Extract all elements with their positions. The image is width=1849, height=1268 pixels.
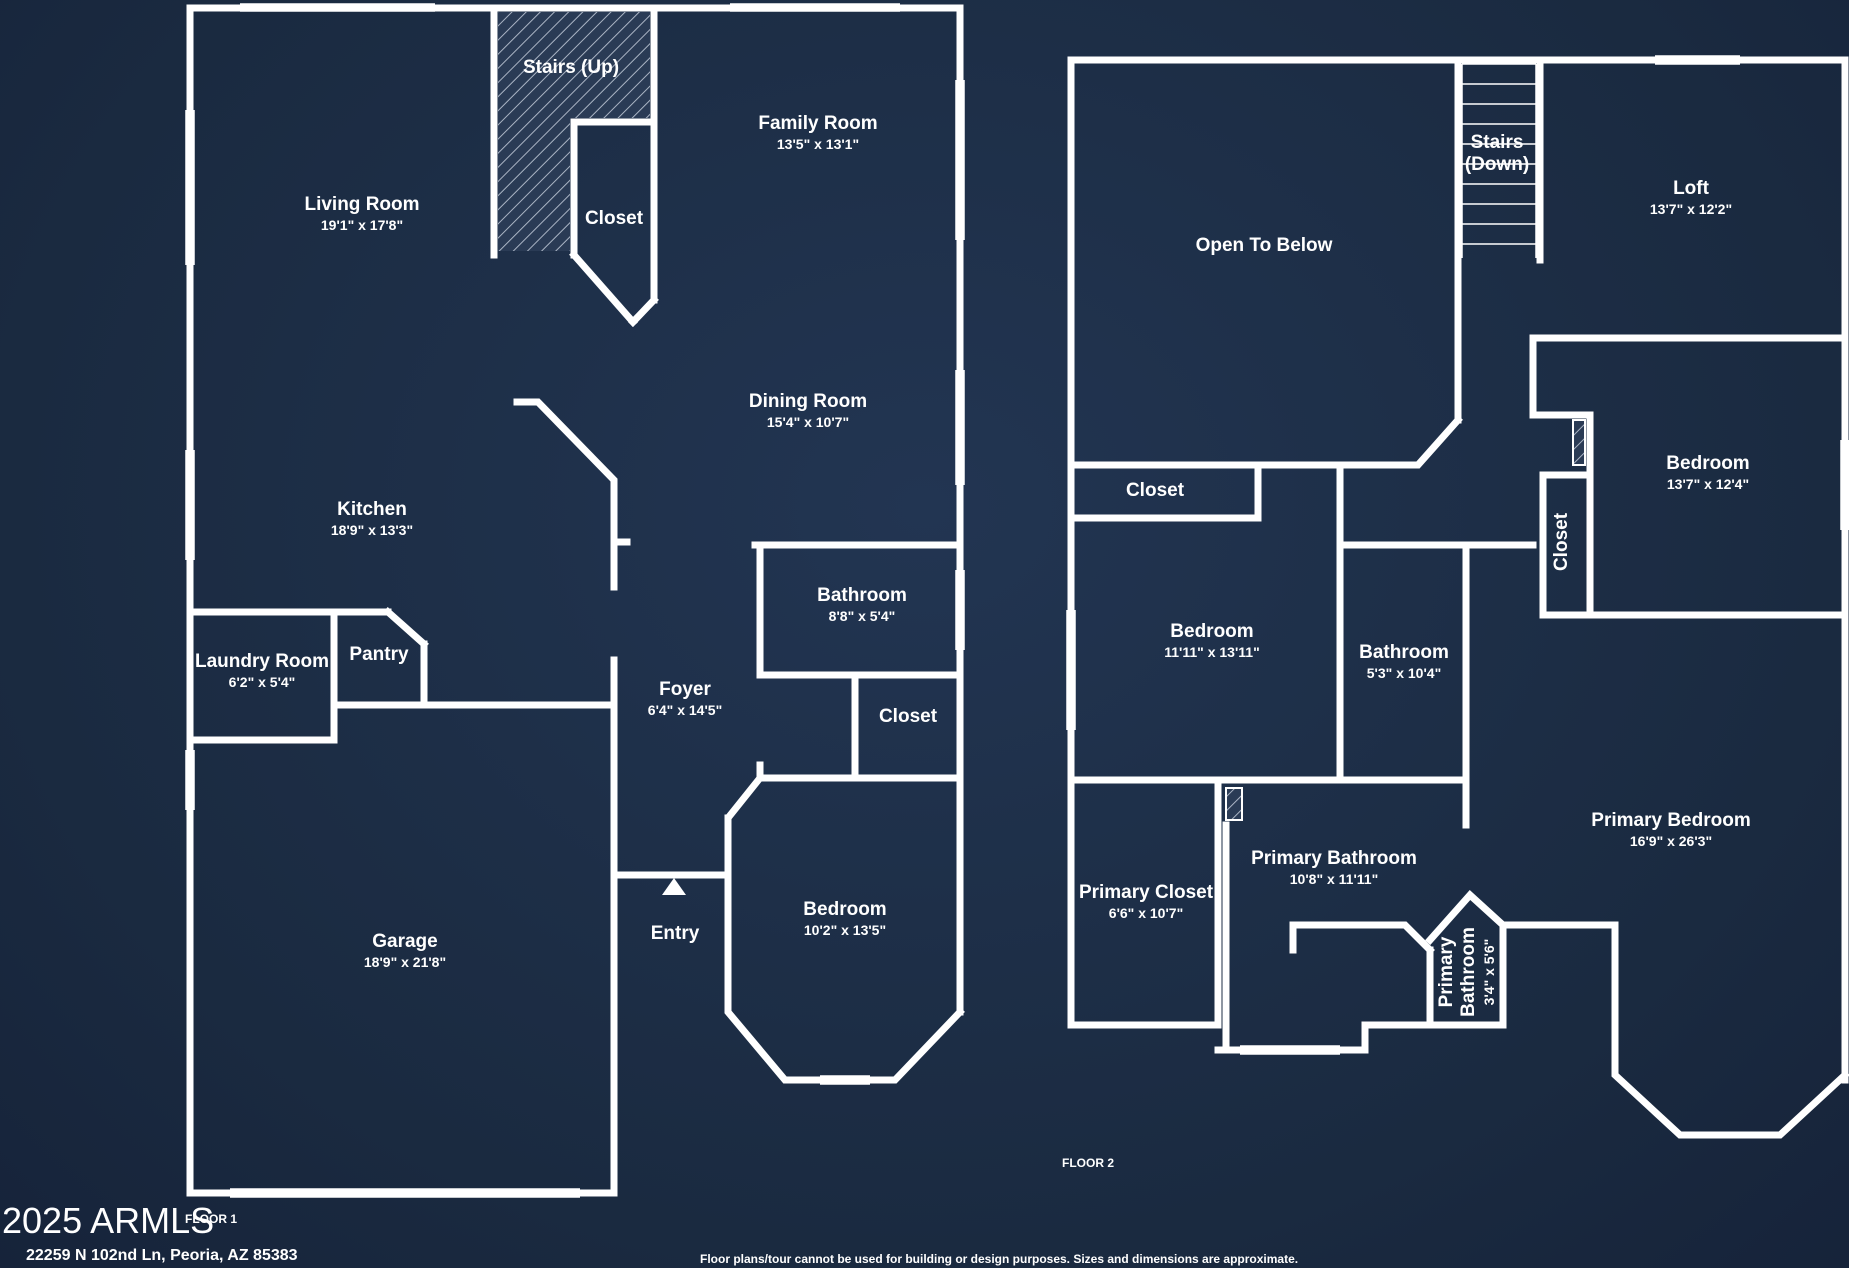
room-closet-4: Closet bbox=[1125, 480, 1185, 501]
entry-label: Entry bbox=[650, 923, 700, 944]
room-stairs-down: Stairs (Down) bbox=[1464, 132, 1530, 175]
entry-arrow-icon bbox=[662, 878, 686, 895]
floor2-label: FLOOR 2 bbox=[1062, 1156, 1115, 1170]
room-closet-3: Closet bbox=[1551, 512, 1572, 572]
room-open-to-below: Open To Below bbox=[1195, 235, 1333, 256]
room-closet-2: Closet bbox=[878, 706, 938, 727]
room-pantry: Pantry bbox=[349, 644, 409, 665]
floor1-label: FLOOR 1 bbox=[185, 1212, 238, 1226]
watermark: 2025 ARMLS bbox=[2, 1200, 215, 1241]
disclaimer-text: Floor plans/tour cannot be used for buil… bbox=[700, 1252, 1299, 1266]
room-stairs-up: Stairs (Up) bbox=[522, 57, 620, 78]
address-text: 22259 N 102nd Ln, Peoria, AZ 85383 bbox=[26, 1247, 298, 1264]
room-closet-1: Closet bbox=[584, 208, 644, 229]
